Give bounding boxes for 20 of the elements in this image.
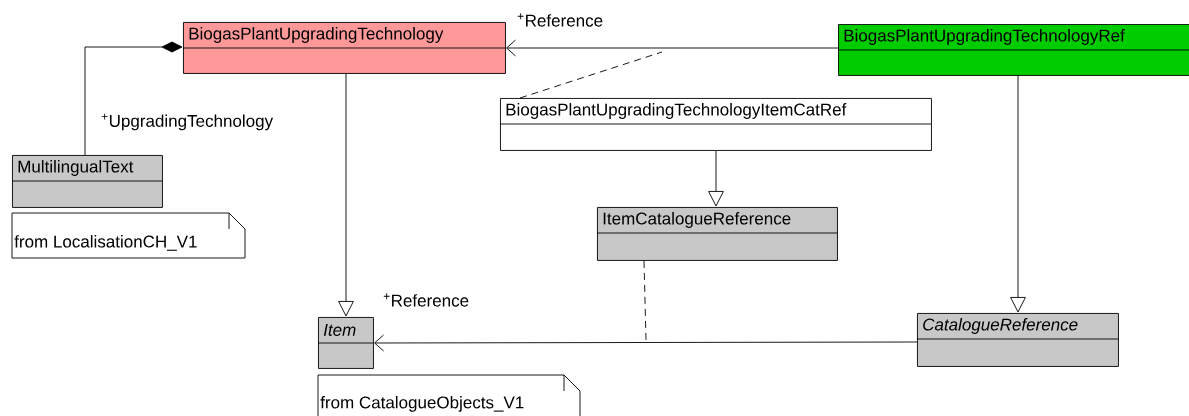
dashed-line [519, 51, 663, 99]
class-box: MultilingualText [11, 155, 163, 208]
association-arrow [374, 334, 918, 352]
note-box: from LocalisationCH_V1 [11, 212, 246, 259]
edge-label: $^{+}$Reference [382, 292, 471, 308]
edge-label: $^{+}$UpgradingTechnology [100, 112, 275, 132]
class-box: Item [317, 317, 374, 369]
class-box: BiogasPlantUpgradingTechnologyRef [837, 24, 1189, 76]
generalization-arrow [1010, 75, 1026, 313]
note-box: from CatalogueObjects_V1 [317, 374, 581, 416]
association-arrow [506, 39, 839, 57]
class-box: CatalogueReference [916, 313, 1119, 367]
dashed-line [643, 260, 647, 341]
generalization-arrow [708, 150, 724, 207]
composition-line [84, 41, 183, 156]
class-box: BiogasPlantUpgradingTechnologyItemCatRef [499, 98, 932, 151]
class-box: ItemCatalogueReference [596, 207, 838, 261]
class-box: BiogasPlantUpgradingTechnology [182, 22, 506, 74]
generalization-arrow [338, 73, 354, 317]
edge-label: $^{+}$Reference [516, 12, 605, 28]
